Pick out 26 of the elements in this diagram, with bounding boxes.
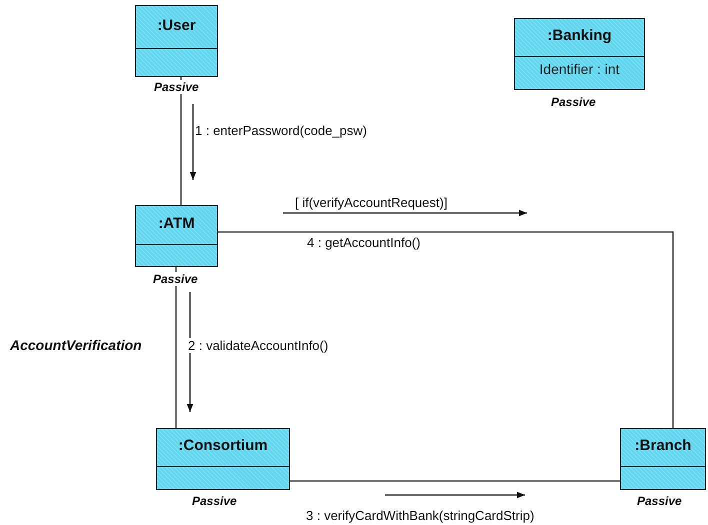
- object-box: [135, 5, 218, 77]
- stereotype-text: Passive: [637, 494, 682, 508]
- object-name: :Banking: [547, 27, 612, 44]
- object-name: :User: [157, 17, 196, 34]
- object-name: :Branch: [634, 437, 692, 454]
- link-line: [180, 77, 182, 205]
- message-label: 3 : verifyCardWithBank(stringCardStrip): [306, 508, 534, 523]
- link-name: AccountVerification: [10, 337, 142, 353]
- stereotype-text: Passive: [153, 272, 198, 286]
- guard-condition: [ if(verifyAccountRequest)]: [295, 195, 448, 210]
- link-line: [290, 480, 620, 482]
- message-label: 4 : getAccountInfo(): [307, 235, 420, 250]
- object-box: [514, 18, 645, 90]
- link-line: [218, 231, 674, 428]
- object-box: [135, 205, 218, 267]
- object-box: [156, 428, 290, 490]
- stereotype-text: Passive: [192, 494, 237, 508]
- object-name: :Consortium: [178, 437, 268, 454]
- stereotype-text: Passive: [154, 80, 199, 94]
- link-line: [175, 267, 177, 428]
- attribute-text: Identifier : int: [538, 61, 621, 77]
- object-box: [620, 428, 706, 490]
- stereotype-text: Passive: [551, 95, 596, 109]
- message-label: 1 : enterPassword(code_psw): [195, 123, 367, 138]
- message-label: 2 : validateAccountInfo(): [188, 338, 328, 353]
- object-name: :ATM: [158, 215, 195, 232]
